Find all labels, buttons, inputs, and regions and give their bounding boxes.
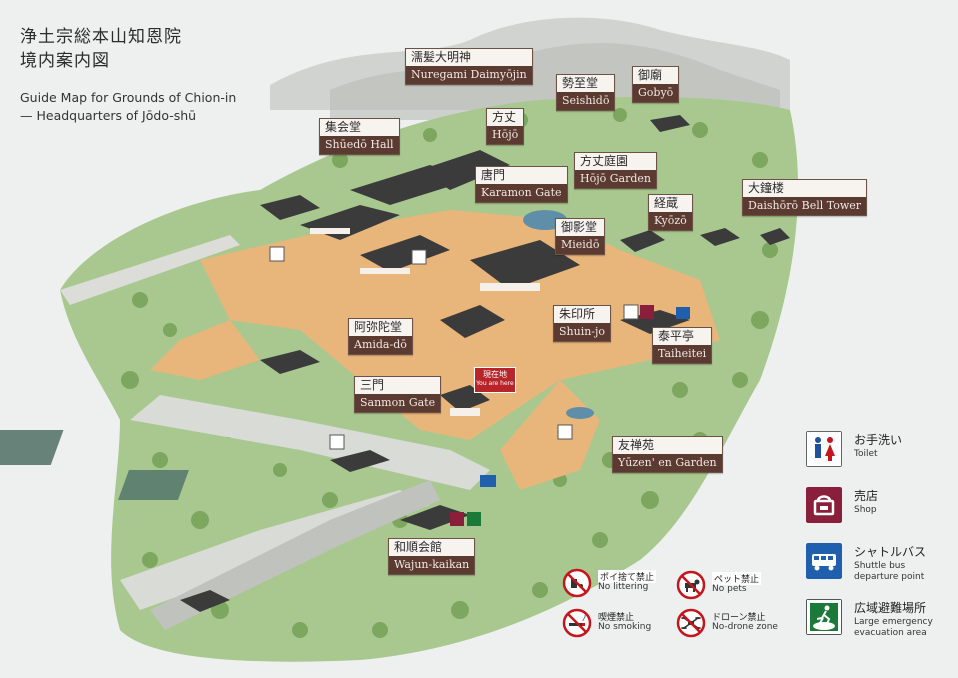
label-shuedo-hall[interactable]: 集会堂 Shūedō Hall (319, 118, 400, 155)
label-jp: 和順会館 (389, 539, 475, 556)
bus-icon (806, 543, 842, 579)
rule-label-jp: ポイ捨て禁止 (598, 570, 657, 583)
label-jp: 御廟 (633, 67, 679, 84)
label-jp: 方丈庭園 (575, 153, 656, 170)
label-jp: 方丈 (487, 109, 524, 126)
map-subtitle-jp: 境内案内図 (20, 51, 110, 71)
map-title-en: Guide Map for Grounds of Chion-in (20, 90, 237, 105)
label-hojo[interactable]: 方丈 Hōjō (486, 108, 525, 145)
label-en: Daishōrō Bell Tower (743, 197, 867, 215)
rule-label-jp: 喫煙禁止 (598, 613, 635, 623)
label-jp: 唐門 (476, 167, 567, 184)
label-amida-do[interactable]: 阿弥陀堂 Amida-dō (348, 318, 413, 355)
label-jp: 泰平亭 (653, 328, 712, 345)
label-jp: 勢至堂 (557, 75, 615, 92)
shop-icon (806, 487, 842, 523)
label-en: Taiheitei (653, 345, 712, 363)
label-jp: 御影堂 (556, 219, 605, 236)
label-en: Wajun-kaikan (389, 556, 475, 574)
label-shuin-jo[interactable]: 朱印所 Shuin-jo (553, 305, 612, 342)
approach-stairs (150, 480, 440, 630)
rule-label-en: No-drone zone (712, 622, 778, 632)
legend-label-en: Shuttle bus departure point (854, 561, 925, 582)
label-jp: 大鐘楼 (743, 180, 867, 197)
you-are-here-marker: 現在地 You are here (474, 367, 516, 393)
map-subtitle-en: — Headquarters of Jōdo-shū (20, 108, 197, 123)
label-jp: 朱印所 (554, 306, 611, 323)
label-kyozo[interactable]: 経蔵 Kyōzō (648, 194, 693, 231)
label-en: Mieidō (556, 236, 605, 254)
rule-label-jp: ペット禁止 (712, 572, 762, 585)
label-wajun-kaikan[interactable]: 和順会館 Wajun-kaikan (388, 538, 476, 575)
label-en: Kyōzō (649, 212, 692, 230)
rule-no-smoking: 喫煙禁止 No smoking (562, 608, 782, 638)
rule-no-pets: ペット禁止 No pets (676, 570, 896, 600)
temple-buildings (180, 115, 790, 612)
no-pets-icon (676, 570, 706, 600)
label-hojo-garden[interactable]: 方丈庭園 Hōjō Garden (574, 152, 657, 189)
label-nuregami-daimyojin[interactable]: 濡髪大明神 Nuregami Daimyōjin (405, 48, 533, 85)
no-smoking-icon (562, 608, 592, 638)
legend-label-jp: お手洗い (854, 433, 903, 447)
label-gobyo[interactable]: 御廟 Gobyō (632, 66, 680, 103)
you-are-here-jp: 現在地 (483, 370, 507, 379)
legend-label-jp: 売店 (854, 489, 879, 503)
label-en: Seishidō (557, 92, 615, 110)
label-mieido[interactable]: 御影堂 Mieidō (555, 218, 606, 255)
label-seishido[interactable]: 勢至堂 Seishidō (556, 74, 616, 111)
label-jp: 阿弥陀堂 (349, 319, 412, 336)
label-en: Amida-dō (349, 336, 412, 354)
legend-label-jp: シャトルバス (854, 545, 927, 559)
legend-label-en: Large emergency evacuation area (854, 617, 933, 638)
rule-label-en: No smoking (598, 622, 652, 632)
legend-label-en: Shop (854, 505, 877, 515)
rule-label-en: No pets (712, 584, 747, 594)
label-taiheitei[interactable]: 泰平亭 Taiheitei (652, 327, 713, 364)
map-facility-markers (269, 246, 690, 526)
rule-label-en: No littering (598, 582, 649, 592)
label-en: Shuin-jo (554, 323, 611, 341)
rule-label-jp: ドローン禁止 (712, 613, 766, 623)
label-karamon-gate[interactable]: 唐門 Karamon Gate (475, 166, 568, 203)
label-jp: 集会堂 (320, 119, 399, 136)
label-en: Hōjō Garden (575, 170, 656, 188)
label-en: Nuregami Daimyōjin (406, 66, 532, 84)
toilet-icon (806, 431, 842, 467)
label-sanmon-gate[interactable]: 三門 Sanmon Gate (354, 376, 442, 413)
rule-no-littering: ポイ捨て禁止 No littering (562, 568, 782, 598)
label-jp: 友禅苑 (613, 437, 722, 454)
label-en: Sanmon Gate (355, 394, 441, 412)
label-jp: 濡髪大明神 (406, 49, 532, 66)
label-en: Hōjō (487, 126, 524, 144)
label-en: Karamon Gate (476, 184, 567, 202)
no-drone-icon (676, 608, 706, 638)
road (130, 395, 490, 490)
label-en: Yūzen' en Garden (613, 454, 722, 472)
evacuation-icon (806, 599, 842, 635)
map-title-jp: 浄土宗総本山知恩院 (20, 27, 182, 47)
label-en: Gobyō (633, 84, 679, 102)
label-jp: 三門 (355, 377, 441, 394)
label-yuzen-en-garden[interactable]: 友禅苑 Yūzen' en Garden (612, 436, 723, 473)
label-jp: 経蔵 (649, 195, 692, 212)
you-are-here-en: You are here (476, 380, 514, 387)
legend-label-en: Toilet (854, 449, 878, 459)
label-daishoro-bell-tower[interactable]: 大鐘楼 Daishōrō Bell Tower (742, 179, 868, 216)
legend-label-jp: 広域避難場所 (854, 601, 927, 615)
label-en: Shūedō Hall (320, 136, 399, 154)
rule-no-drone: ドローン禁止 No-drone zone (676, 608, 896, 638)
no-littering-icon (562, 568, 592, 598)
